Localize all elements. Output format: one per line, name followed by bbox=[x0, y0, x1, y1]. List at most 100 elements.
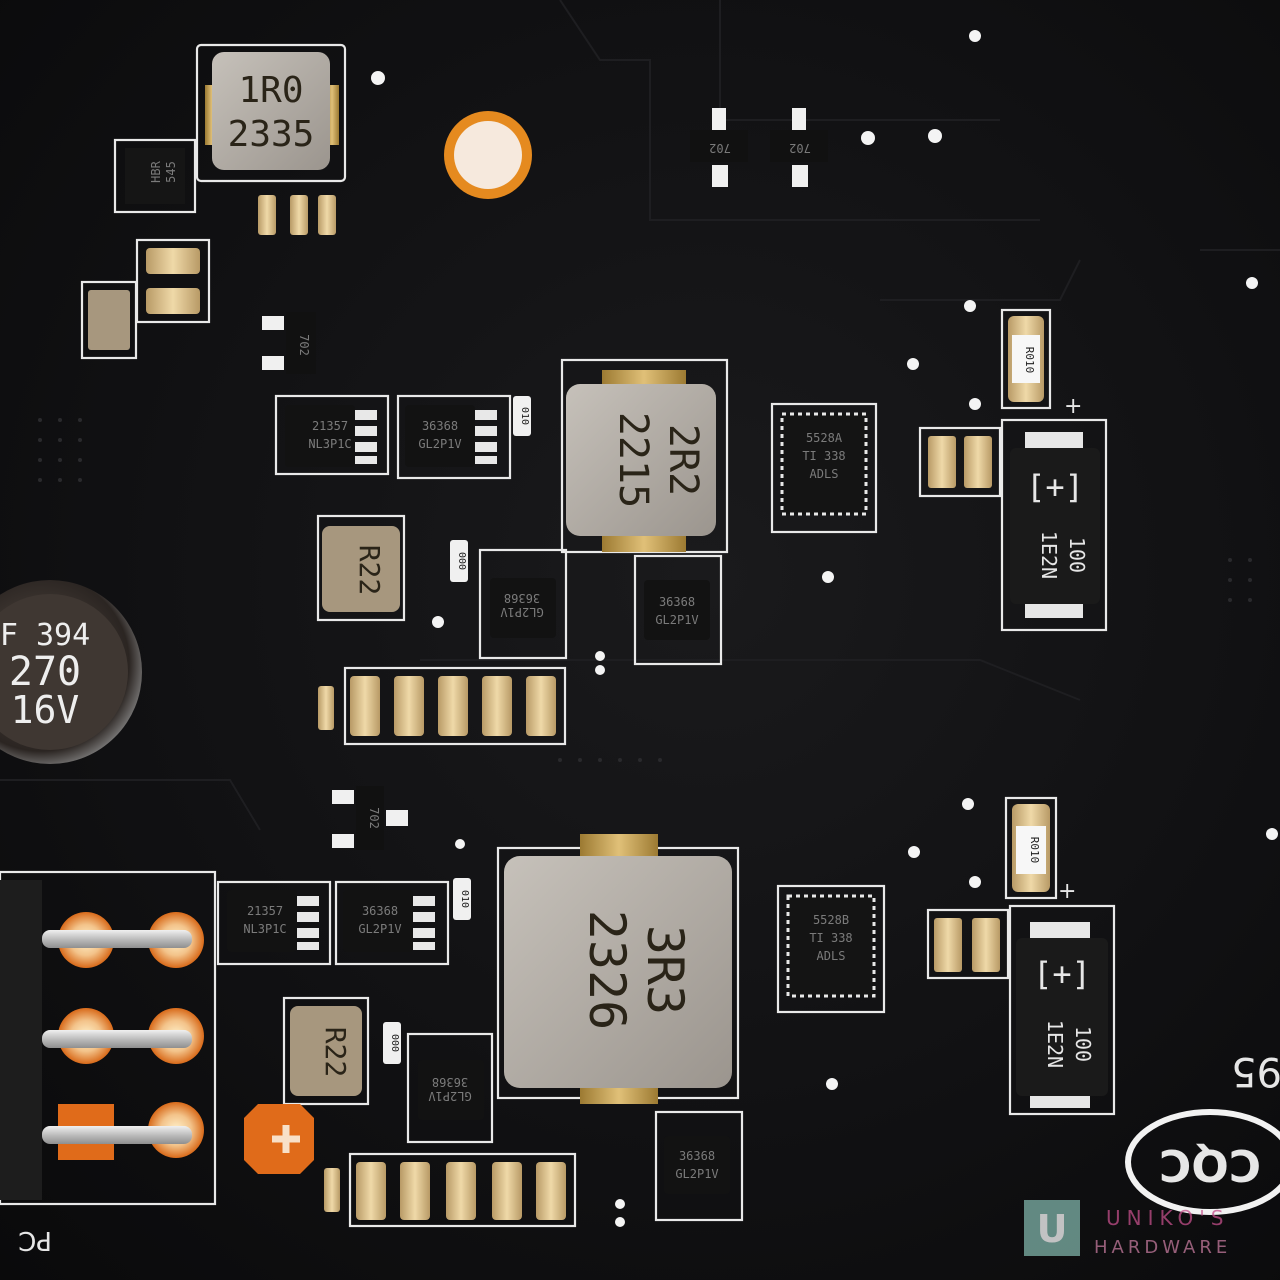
mosfet-m2-line1: 36368 bbox=[422, 419, 458, 433]
mosfet-m6-line2: GL2P1V bbox=[358, 922, 401, 936]
cap-row-upper bbox=[318, 666, 567, 746]
inductor-2r2-line1: 2R2 bbox=[660, 424, 706, 496]
transistor-top-2: 702 bbox=[770, 108, 828, 187]
mosfet-m4: 36368 GL2P1V bbox=[633, 554, 723, 666]
inductor-2r2: 2R2 2215 bbox=[560, 358, 729, 554]
polymer-cap-lower-line1: 100 bbox=[1071, 1026, 1095, 1062]
transistor-top-1: 702 bbox=[690, 108, 748, 187]
electrolytic-cap: F 394 270 16V bbox=[0, 580, 142, 764]
polymer-cap-upper-line2: 1E2N bbox=[1037, 531, 1061, 579]
electrolytic-cap-line2: 270 bbox=[9, 649, 81, 695]
resistor-010-label: 010 bbox=[519, 407, 530, 425]
via-grid bbox=[38, 418, 1252, 762]
controller-lower-line2: TI 338 bbox=[809, 931, 852, 945]
resistor-000-upper: 000 bbox=[450, 540, 468, 582]
power-connector bbox=[0, 870, 217, 1206]
copper-via bbox=[444, 111, 532, 199]
resistor-000-lower: 000 bbox=[383, 1022, 401, 1064]
caps-pair-lower bbox=[926, 908, 1010, 980]
resistor-r010-upper-label: R010 bbox=[1023, 347, 1036, 374]
watermark: U UNIKO'S HARDWARE bbox=[1024, 1200, 1231, 1258]
cap-row-lower bbox=[324, 1152, 577, 1228]
inductor-r22-upper-text: R22 bbox=[353, 545, 386, 596]
inductor-1r0-line2: 2335 bbox=[228, 114, 315, 155]
mosfet-m7: 36368 GL2P1V bbox=[406, 1032, 494, 1144]
resistor-r010-upper: R010 bbox=[1000, 308, 1052, 410]
label-95: 95 bbox=[1231, 1048, 1280, 1094]
inductor-r22-lower-text: R22 bbox=[319, 1027, 352, 1078]
inductor-3r3-line1: 3R3 bbox=[636, 925, 694, 1015]
controller-upper-line1: 5528A bbox=[806, 431, 843, 445]
mosfet-m1: 21357 NL3P1C bbox=[274, 394, 390, 476]
inductor-3r3-line2: 2326 bbox=[578, 910, 636, 1030]
mosfet-m4-line1: 36368 bbox=[659, 595, 695, 609]
orange-test-pad bbox=[244, 1104, 314, 1174]
caps-pair-upper bbox=[918, 426, 1002, 498]
mosfet-m8-line2: GL2P1V bbox=[675, 1167, 718, 1181]
transistor-bottom: 702 bbox=[332, 786, 408, 850]
mosfet-m7-line2: GL2P1V bbox=[428, 1089, 471, 1103]
inductor-3r3: 3R3 2326 bbox=[496, 834, 740, 1104]
mosfet-m5-line1: 21357 bbox=[247, 904, 283, 918]
mosfet-m2-line2: GL2P1V bbox=[418, 437, 461, 451]
resistor-010: 010 bbox=[513, 396, 531, 436]
inductor-1r0: 1R0 2335 bbox=[195, 43, 347, 183]
left-caps bbox=[80, 195, 336, 360]
controller-upper-line3: ADLS bbox=[810, 467, 839, 481]
mosfet-m8: 36368 GL2P1V bbox=[654, 1110, 744, 1222]
transistor-bottom-label: 702 bbox=[367, 807, 381, 829]
white-vias bbox=[371, 30, 1278, 1227]
transistor-left-label: 702 bbox=[297, 334, 311, 356]
resistor-r010-lower-label: R010 bbox=[1028, 837, 1041, 864]
watermark-badge: U bbox=[1037, 1207, 1068, 1251]
mosfet-m6: 36368 GL2P1V bbox=[334, 880, 450, 966]
polymer-cap-lower: [+] 100 1E2N bbox=[1008, 904, 1116, 1116]
controller-lower-line3: ADLS bbox=[817, 949, 846, 963]
electrolytic-cap-line1: F 394 bbox=[0, 618, 90, 653]
mosfet-m2: 36368 GL2P1V bbox=[396, 394, 512, 480]
mosfet-m3: 36368 GL2P1V bbox=[478, 548, 568, 660]
mosfet-m4-line2: GL2P1V bbox=[655, 613, 698, 627]
resistor-010-bottom-label: 010 bbox=[459, 890, 470, 908]
transistor-left: 702 bbox=[262, 312, 316, 374]
cqc-logo: CQC bbox=[1125, 1109, 1280, 1215]
controller-upper: 5528A TI 338 ADLS bbox=[770, 402, 878, 534]
watermark-sub: HARDWARE bbox=[1094, 1237, 1231, 1258]
resistor-000-upper-label: 000 bbox=[456, 552, 467, 570]
electrolytic-cap-line3: 16V bbox=[11, 688, 80, 732]
cqc-text: CQC bbox=[1159, 1139, 1261, 1190]
mosfet-m3-line2: GL2P1V bbox=[500, 605, 543, 619]
resistor-010-bottom: 010 bbox=[453, 878, 471, 920]
plus-lower: + bbox=[1058, 879, 1076, 904]
inductor-r22-lower: R22 bbox=[282, 996, 370, 1106]
polymer-cap-lower-symbol: [+] bbox=[1033, 955, 1091, 993]
watermark-brand: UNIKO'S bbox=[1106, 1206, 1229, 1230]
mosfet-m3-line1: 36368 bbox=[504, 591, 540, 605]
mosfet-m5: 21357 NL3P1C bbox=[216, 880, 332, 966]
polymer-cap-upper-symbol: [+] bbox=[1026, 468, 1084, 506]
mosfet-m1-line2: NL3P1C bbox=[308, 437, 351, 451]
mosfet-m8-line1: 36368 bbox=[679, 1149, 715, 1163]
pc-label: PC bbox=[18, 1225, 52, 1255]
polymer-cap-upper-line1: 100 bbox=[1065, 537, 1089, 573]
inductor-2r2-line2: 2215 bbox=[610, 412, 656, 508]
mosfet-m1-line1: 21357 bbox=[312, 419, 348, 433]
transistor-top-2-label: 702 bbox=[789, 141, 811, 155]
polymer-cap-upper: [+] 100 1E2N bbox=[1000, 418, 1108, 632]
mosfet-m6-line1: 36368 bbox=[362, 904, 398, 918]
chip-hbr-line1: HBR bbox=[149, 160, 163, 182]
resistor-000-lower-label: 000 bbox=[389, 1034, 400, 1052]
controller-lower-line1: 5528B bbox=[813, 913, 849, 927]
mosfet-m7-line1: 36368 bbox=[432, 1075, 468, 1089]
pcb-traces bbox=[0, 0, 1280, 831]
controller-upper-line2: TI 338 bbox=[802, 449, 845, 463]
polymer-cap-lower-line2: 1E2N bbox=[1043, 1020, 1067, 1068]
controller-lower: 5528B TI 338 ADLS bbox=[776, 884, 886, 1014]
transistor-top-1-label: 702 bbox=[709, 141, 731, 155]
chip-hbr-line2: 545 bbox=[164, 161, 178, 183]
mosfet-m5-line2: NL3P1C bbox=[243, 922, 286, 936]
resistor-r010-lower: R010 bbox=[1004, 796, 1058, 900]
chip-hbr: HBR 545 bbox=[113, 138, 197, 214]
